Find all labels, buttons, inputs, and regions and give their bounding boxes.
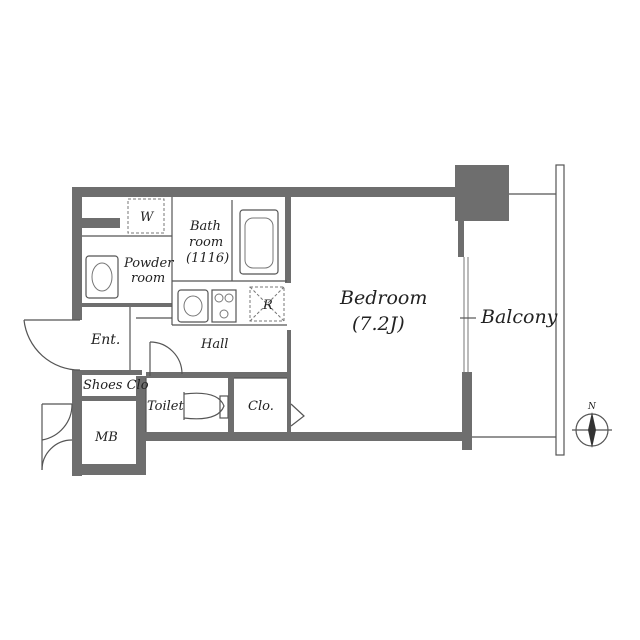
wall-mb-right — [136, 376, 146, 475]
wall-left-lower — [72, 404, 82, 476]
wall-bedroom-left — [285, 197, 291, 283]
toilet-label: Toilet — [147, 399, 184, 414]
meter-box-label: MB — [94, 430, 118, 445]
wall-shoes-bottom — [80, 396, 142, 401]
kitchen-sink — [177, 289, 209, 323]
wall-hall-bottom — [146, 372, 287, 378]
partitions — [82, 197, 287, 432]
fixtures — [85, 198, 285, 420]
entrance-label: Ent. — [90, 332, 120, 348]
bedroom-size: (7.2J) — [352, 313, 405, 335]
powder-sink — [85, 255, 119, 299]
wall-right-lower — [462, 372, 472, 450]
powder-label-1: Powder — [123, 256, 174, 271]
shoes-closet-label: Shoes Clo — [83, 378, 149, 393]
wall-bottom-mb — [72, 464, 146, 475]
closet-label: Clo. — [248, 399, 274, 414]
compass-needle-icon — [588, 412, 596, 448]
stove — [211, 289, 237, 323]
wall-toilet-closet — [228, 376, 234, 434]
bedroom-label: Bedroom — [339, 287, 427, 309]
wall-top — [72, 187, 462, 197]
wall-right-upper — [458, 197, 464, 257]
wall-left-upper — [72, 187, 82, 320]
compass-north: N — [587, 402, 597, 412]
washer-label: W — [140, 210, 155, 225]
powder-label-2: room — [131, 271, 165, 286]
hall-label: Hall — [200, 337, 228, 352]
bath-label-3: (1116) — [186, 251, 229, 266]
bathtub — [239, 209, 279, 275]
doors — [23, 319, 305, 471]
wall-shoes — [80, 370, 142, 375]
shelf — [82, 218, 120, 228]
washer-space — [127, 198, 165, 234]
balcony — [460, 164, 565, 456]
refrigerator-space — [249, 286, 285, 322]
compass: N — [572, 402, 612, 448]
wall-bedroom-left-low — [287, 330, 291, 432]
wall-left-middle — [72, 370, 82, 406]
wall-bottom-main — [136, 432, 472, 441]
toilet-fixture — [183, 392, 225, 420]
walls — [72, 165, 509, 476]
wall-powder-bottom — [82, 303, 172, 307]
bath-label-1: Bath — [189, 219, 221, 234]
labels: Bedroom (7.2J) Balcony Bath room (1116) … — [83, 210, 558, 445]
balcony-label: Balcony — [480, 306, 558, 328]
bath-label-2: room — [189, 235, 223, 250]
refrigerator-label: R — [262, 298, 273, 313]
